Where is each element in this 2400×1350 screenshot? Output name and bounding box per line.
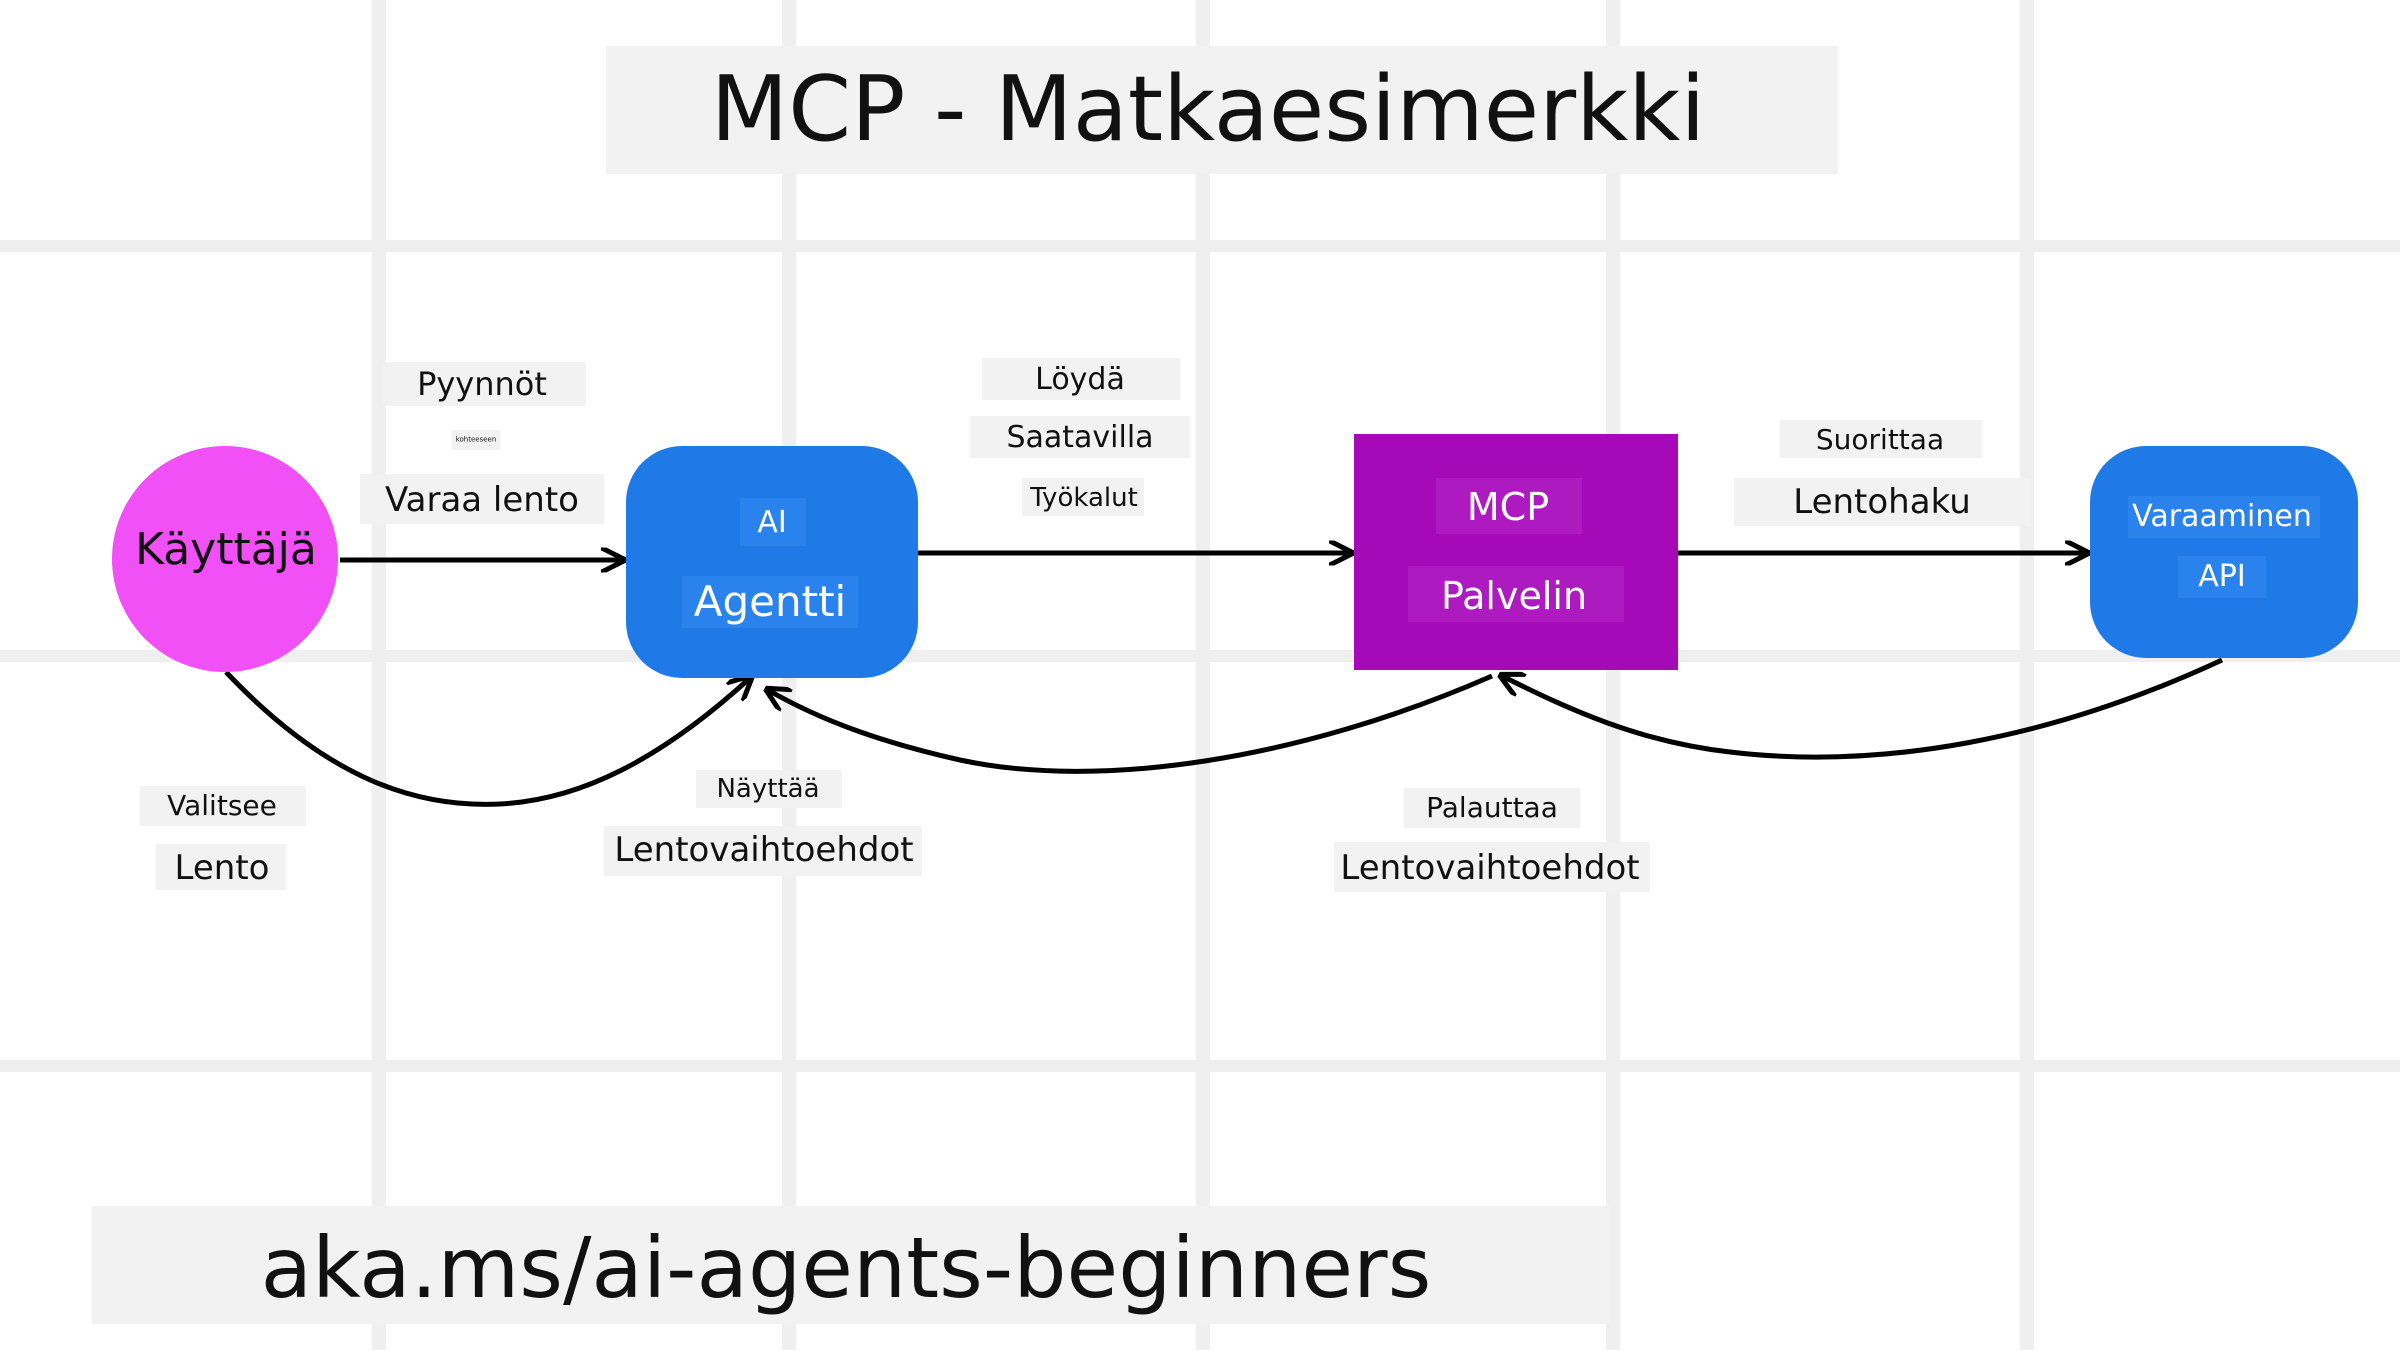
edge-user-agent-line3: Varaa lento bbox=[385, 480, 579, 520]
diagram-title: MCP - Matkaesimerkki bbox=[710, 57, 1706, 162]
edge-mcp-booking-line2: Lentohaku bbox=[1793, 482, 1971, 522]
booking-node-line2: API bbox=[2198, 559, 2246, 594]
mcp-node-line1: MCP bbox=[1466, 485, 1550, 529]
grid-line bbox=[1196, 0, 1210, 1350]
mcp-server-node[interactable] bbox=[1354, 434, 1678, 670]
footer-link[interactable]: aka.ms/ai-agents-beginners bbox=[260, 1219, 1432, 1317]
label-background bbox=[1734, 478, 2030, 526]
booking-line2-background bbox=[2178, 556, 2266, 598]
edge-user-agent-line2: kohteeseen bbox=[455, 435, 497, 444]
agent-line1-background bbox=[740, 498, 806, 546]
edge-agent-mcp-line3: Työkalut bbox=[1030, 483, 1138, 513]
label-background bbox=[140, 786, 306, 826]
label-background bbox=[382, 362, 586, 406]
booking-api-node[interactable] bbox=[2090, 446, 2358, 658]
grid-line bbox=[0, 1060, 2400, 1072]
booking-line1-background bbox=[2128, 496, 2320, 538]
user-node[interactable] bbox=[112, 446, 338, 672]
user-node-label: Käyttäjä bbox=[135, 524, 317, 575]
edge-user-back-line1: Valitsee bbox=[167, 789, 277, 822]
label-background bbox=[696, 770, 842, 808]
grid-line bbox=[0, 240, 2400, 252]
agent-node-line2: Agentti bbox=[693, 577, 847, 626]
label-background bbox=[1334, 842, 1650, 892]
mcp-node-line2: Palvelin bbox=[1440, 574, 1588, 618]
grid-line bbox=[0, 650, 2400, 662]
grid-line bbox=[1606, 0, 1620, 1350]
edge-mcp-booking-line1: Suorittaa bbox=[1815, 423, 1945, 456]
edge-user-agent-line1: Pyynnöt bbox=[417, 365, 547, 403]
arrow-mcp-back-to-agent bbox=[768, 673, 1494, 774]
booking-node-line1: Varaaminen bbox=[2132, 499, 2312, 534]
edge-agent-mcp-line2: Saatavilla bbox=[1006, 420, 1154, 455]
mcp-line2-background bbox=[1408, 566, 1624, 622]
edge-user-back-line2: Lento bbox=[174, 848, 270, 888]
label-background bbox=[1404, 788, 1580, 828]
edge-agent-back-line1: Näyttää bbox=[716, 774, 820, 804]
edge-mcp-back-line1: Palauttaa bbox=[1426, 791, 1558, 824]
mcp-line1-background bbox=[1436, 478, 1582, 534]
agent-line2-background bbox=[682, 576, 858, 628]
edge-agent-back-line2: Lentovaihtoehdot bbox=[614, 830, 914, 870]
grid-line bbox=[2020, 0, 2034, 1350]
label-background bbox=[452, 430, 500, 450]
label-background bbox=[360, 474, 604, 524]
title-background bbox=[606, 46, 1838, 174]
label-background bbox=[970, 416, 1190, 458]
label-background bbox=[982, 358, 1180, 400]
ai-agent-node[interactable] bbox=[626, 446, 918, 678]
label-background bbox=[156, 844, 286, 890]
arrow-booking-back-to-mcp bbox=[1502, 657, 2224, 760]
agent-node-line1: AI bbox=[757, 505, 787, 540]
edge-mcp-back-line2: Lentovaihtoehdot bbox=[1340, 848, 1640, 888]
label-background bbox=[1780, 420, 1982, 458]
label-background bbox=[1022, 478, 1144, 516]
label-background bbox=[604, 826, 922, 876]
footer-background bbox=[92, 1206, 1610, 1324]
edge-agent-mcp-line1: Löydä bbox=[1035, 362, 1125, 397]
grid-line bbox=[372, 0, 386, 1350]
arrow-user-back-to-agent bbox=[224, 670, 750, 807]
